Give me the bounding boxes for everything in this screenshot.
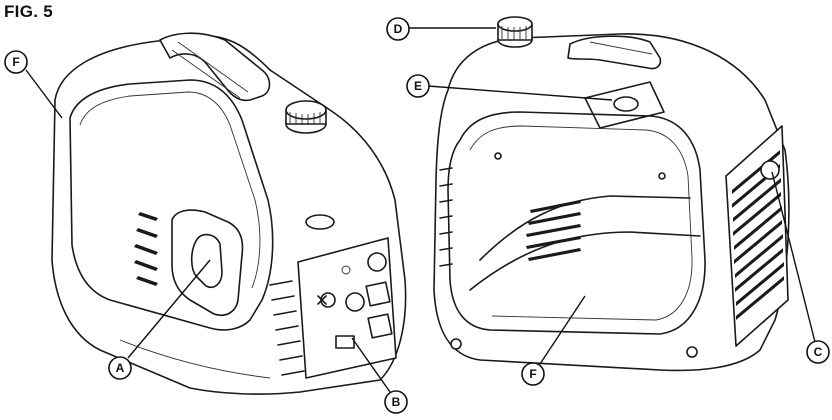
left-fuel-cap-icon xyxy=(286,101,326,133)
right-generator xyxy=(434,17,789,370)
callout-e-label: E xyxy=(414,79,422,93)
callout-f-left-label: F xyxy=(12,55,19,69)
outlet-panel-icon xyxy=(298,238,396,378)
right-fuel-cap-icon xyxy=(498,17,532,47)
callout-d-label: D xyxy=(394,22,403,36)
callout-c-label: C xyxy=(814,345,823,359)
callout-b-label: B xyxy=(392,395,401,409)
callout-f-right-label: F xyxy=(529,367,536,381)
callout-a-label: A xyxy=(116,361,125,375)
